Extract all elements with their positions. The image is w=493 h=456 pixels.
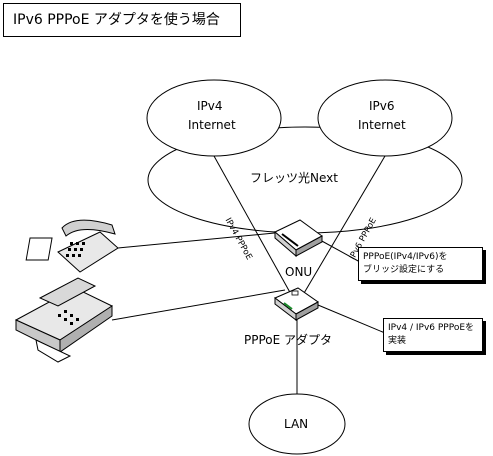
flets-next-label: フレッツ光Next (250, 171, 338, 185)
bridge-callout: PPPoE(IPv4/IPv6)を ブリッジ設定にする (358, 247, 483, 281)
implement-callout-line2: 実装 (388, 336, 407, 346)
lan-label: LAN (284, 417, 309, 431)
onu-device-icon (274, 219, 323, 258)
implement-callout-line1: IPv4 / IPv6 PPPoEを (388, 323, 475, 333)
implement-callout: IPv4 / IPv6 PPPoEを 実装 (383, 318, 483, 352)
ipv6-internet-label-line1: IPv6 (369, 99, 395, 113)
link-ipv4-pppoe (213, 155, 298, 306)
callout-bridge-pointer (319, 239, 361, 263)
bridge-callout-line1: PPPoE(IPv4/IPv6)を (363, 252, 448, 262)
ipv4-internet-label-line1: IPv4 (197, 99, 223, 113)
link-phone-onu (117, 231, 286, 249)
pppoe-adapter-label: PPPoE アダプタ (244, 333, 333, 347)
fax-icon (14, 277, 114, 363)
ipv6-internet-label-line2: Internet (358, 118, 406, 132)
telephone-icon (25, 219, 119, 273)
onu-label: ONU (285, 265, 313, 279)
page-title: IPv6 PPPoE アダプタを使う場合 (3, 3, 241, 37)
callout-implement-pointer (317, 304, 386, 334)
pppoe-adapter-icon (274, 287, 319, 322)
bridge-callout-line2: ブリッジ設定にする (363, 265, 445, 275)
link-ipv6-pppoe (296, 155, 386, 306)
ipv4-internet-label-line2: Internet (188, 118, 236, 132)
link-fax-adapter (111, 289, 286, 321)
